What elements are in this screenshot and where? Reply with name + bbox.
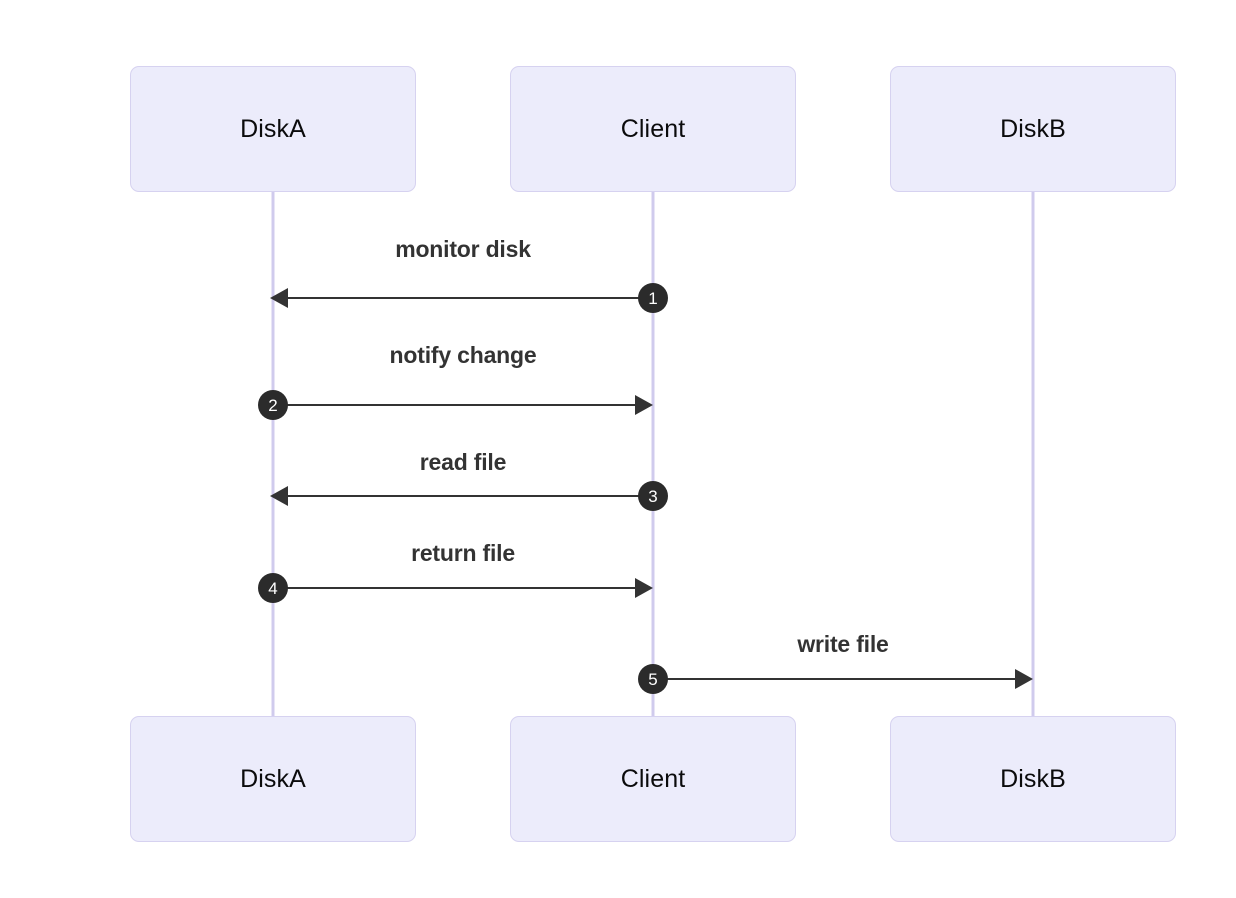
participant-label-bottom-diskA: DiskA bbox=[240, 764, 306, 793]
participant-box-bottom-diskB[interactable]: DiskB bbox=[890, 716, 1176, 842]
message-badge-3: 3 bbox=[638, 481, 668, 511]
message-line-3 bbox=[279, 494, 653, 498]
participant-label-top-client: Client bbox=[620, 114, 686, 143]
message-line-5 bbox=[653, 677, 1015, 681]
participant-label-bottom-diskB: DiskB bbox=[1000, 764, 1066, 793]
message-arrowhead-2 bbox=[635, 395, 653, 415]
message-badge-5: 5 bbox=[638, 664, 668, 694]
message-arrowhead-3 bbox=[270, 486, 288, 506]
message-badge-2: 2 bbox=[258, 390, 288, 420]
lifeline-diskA bbox=[271, 192, 275, 716]
participant-box-top-diskB[interactable]: DiskB bbox=[890, 66, 1176, 192]
message-arrowhead-5 bbox=[1015, 669, 1033, 689]
participant-box-bottom-diskA[interactable]: DiskA bbox=[130, 716, 416, 842]
message-line-4 bbox=[273, 586, 635, 590]
message-label-4: return file bbox=[411, 540, 515, 566]
message-arrowhead-4 bbox=[635, 578, 653, 598]
message-line-2 bbox=[273, 403, 635, 407]
participant-box-bottom-client[interactable]: Client bbox=[510, 716, 796, 842]
participant-label-top-diskA: DiskA bbox=[240, 114, 306, 143]
participant-label-top-diskB: DiskB bbox=[1000, 114, 1066, 143]
message-line-1 bbox=[279, 296, 653, 300]
message-arrowhead-1 bbox=[270, 288, 288, 308]
lifeline-diskB bbox=[1031, 192, 1035, 716]
lifeline-client bbox=[651, 192, 655, 716]
message-label-5: write file bbox=[797, 631, 889, 657]
message-badge-1: 1 bbox=[638, 283, 668, 313]
participant-box-top-client[interactable]: Client bbox=[510, 66, 796, 192]
message-label-2: notify change bbox=[389, 342, 537, 368]
message-label-1: monitor disk bbox=[395, 236, 531, 262]
participant-box-top-diskA[interactable]: DiskA bbox=[130, 66, 416, 192]
message-label-3: read file bbox=[419, 449, 507, 475]
message-badge-4: 4 bbox=[258, 573, 288, 603]
participant-label-bottom-client: Client bbox=[620, 764, 686, 793]
